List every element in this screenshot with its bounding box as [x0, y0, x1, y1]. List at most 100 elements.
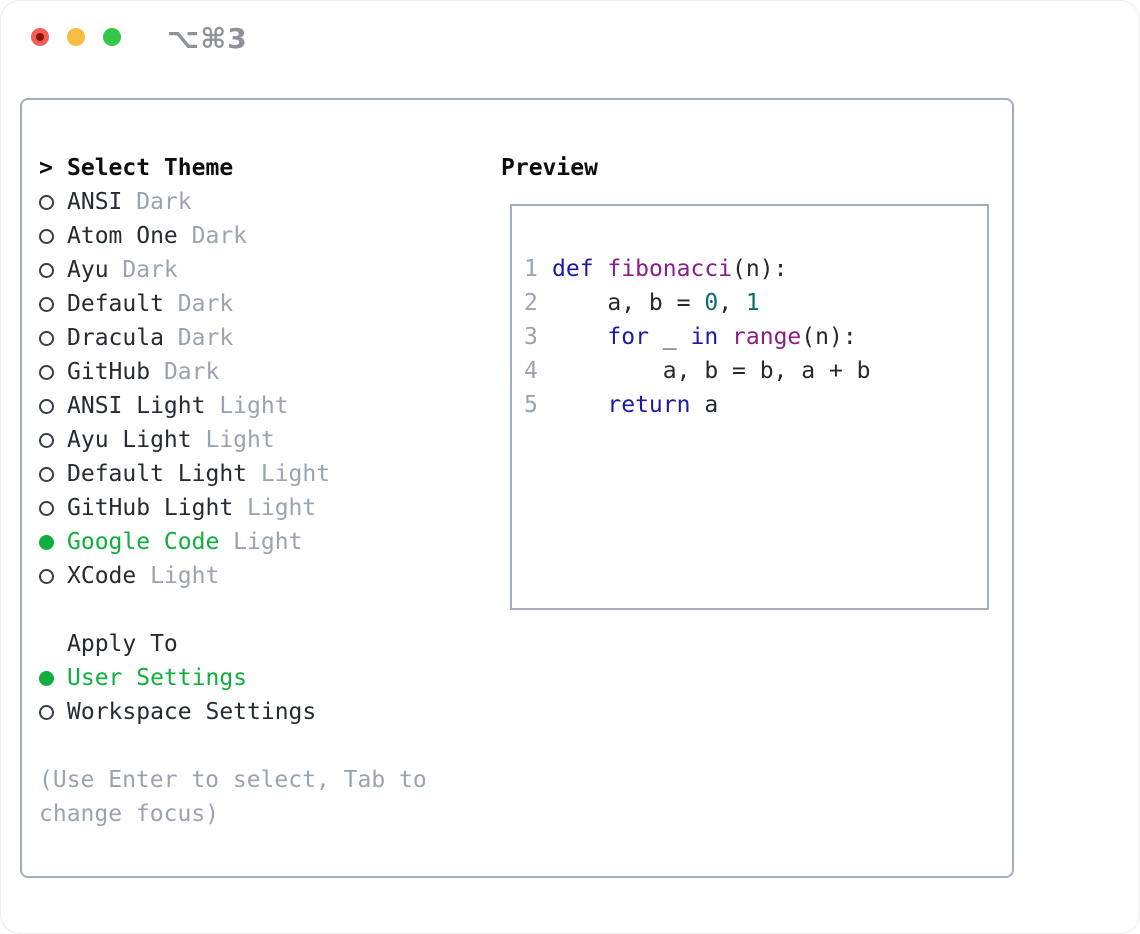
- line-number: 1: [524, 256, 538, 282]
- code-token: def: [552, 256, 594, 282]
- blank-line: [524, 422, 987, 456]
- radio-icon: [39, 500, 54, 516]
- theme-list-header: > Select Theme: [39, 151, 330, 185]
- theme-variant: Dark: [163, 325, 234, 351]
- theme-option-atom-one[interactable]: Atom One Dark: [39, 219, 330, 253]
- help-text: (Use Enter to select, Tab to change focu…: [39, 767, 427, 827]
- code-token: fibonacci: [607, 256, 733, 282]
- code-line: 4 a, b = b, a + b: [524, 354, 987, 388]
- theme-variant: Light: [233, 495, 317, 521]
- theme-option-default-light[interactable]: Default Light Light: [39, 457, 330, 491]
- theme-name: Default Light: [67, 461, 248, 487]
- code-line: 1 def fibonacci(n):: [524, 252, 987, 286]
- theme-option-ayu-light[interactable]: Ayu Light Light: [39, 423, 330, 457]
- theme-variant: Dark: [177, 223, 248, 249]
- theme-name: Ayu: [67, 257, 109, 283]
- theme-name: Ayu Light: [67, 427, 192, 453]
- theme-variant: Dark: [163, 291, 234, 317]
- code-token: 1: [745, 290, 760, 316]
- radio-selected-icon: [39, 534, 54, 550]
- code-line: 5 return a: [524, 388, 987, 422]
- theme-name: Dracula: [67, 325, 164, 351]
- line-number: 3: [524, 324, 538, 350]
- code-token: (n):: [732, 256, 788, 282]
- radio-icon: [39, 466, 54, 482]
- code-token: range: [732, 324, 802, 350]
- theme-variant: Dark: [150, 359, 220, 385]
- code-token: [594, 256, 608, 282]
- apply-option-user-settings[interactable]: User Settings: [39, 661, 316, 695]
- theme-option-github-light[interactable]: GitHub Light Light: [39, 491, 330, 525]
- code-token: (n):: [801, 324, 857, 350]
- theme-option-github[interactable]: GitHub Dark: [39, 355, 330, 389]
- zoom-button[interactable]: [103, 28, 121, 46]
- theme-name: ANSI Light: [67, 393, 206, 419]
- theme-option-google-code[interactable]: Google Code Light: [39, 525, 330, 559]
- theme-option-ayu[interactable]: Ayu Dark: [39, 253, 330, 287]
- cursor-arrow-icon: >: [39, 155, 53, 181]
- theme-name: Atom One: [67, 223, 178, 249]
- code-token: _: [648, 324, 691, 350]
- radio-icon: [39, 432, 54, 448]
- minimize-button[interactable]: [67, 28, 85, 46]
- code-token: a, b = b, a + b: [552, 358, 871, 384]
- theme-variant: Light: [205, 393, 289, 419]
- theme-variant: Light: [191, 427, 275, 453]
- radio-icon: [39, 330, 54, 346]
- radio-icon: [39, 194, 54, 210]
- code-token: [552, 392, 607, 418]
- apply-option-label: Workspace Settings: [67, 699, 317, 725]
- code-line: 2 a, b = 0, 1: [524, 286, 987, 320]
- apply-to-title: Apply To: [67, 631, 178, 657]
- preview-title: Preview: [501, 155, 598, 181]
- code-token: in: [690, 324, 719, 350]
- theme-name: GitHub: [67, 359, 151, 385]
- radio-icon: [39, 704, 54, 720]
- radio-icon: [39, 568, 54, 584]
- theme-option-xcode[interactable]: XCode Light: [39, 559, 330, 593]
- close-dot-icon: [36, 33, 44, 41]
- theme-name: GitHub Light: [67, 495, 234, 521]
- radio-icon: [39, 364, 54, 380]
- code-token: 0: [704, 290, 719, 316]
- theme-name: Google Code: [67, 529, 220, 555]
- code-token: return: [607, 392, 691, 418]
- close-button[interactable]: [31, 28, 49, 46]
- apply-option-label: User Settings: [67, 665, 248, 691]
- theme-variant: Light: [247, 461, 331, 487]
- line-number: 2: [524, 290, 538, 316]
- theme-option-dracula[interactable]: Dracula Dark: [39, 321, 330, 355]
- theme-option-default[interactable]: Default Dark: [39, 287, 330, 321]
- theme-option-ansi[interactable]: ANSI Dark: [39, 185, 330, 219]
- theme-variant: Light: [219, 529, 303, 555]
- code-token: a: [690, 392, 719, 418]
- code-token: for: [607, 324, 649, 350]
- radio-selected-icon: [39, 670, 54, 686]
- radio-icon: [39, 228, 54, 244]
- theme-name: Default: [67, 291, 164, 317]
- theme-name: ANSI: [67, 189, 123, 215]
- window-shortcut-label: ⌥⌘3: [167, 22, 248, 55]
- apply-option-workspace-settings[interactable]: Workspace Settings: [39, 695, 316, 729]
- apply-to-header: Apply To: [39, 627, 316, 661]
- code-line: 3 for _ in range(n):: [524, 320, 987, 354]
- theme-variant: Dark: [122, 189, 192, 215]
- line-number: 4: [524, 358, 538, 384]
- code-token: [552, 324, 607, 350]
- code-token: [718, 324, 732, 350]
- theme-variant: Dark: [108, 257, 178, 283]
- theme-name: XCode: [67, 563, 137, 589]
- theme-option-ansi-light[interactable]: ANSI Light Light: [39, 389, 330, 423]
- line-number: 5: [524, 392, 538, 418]
- theme-list-title: Select Theme: [67, 155, 234, 181]
- radio-icon: [39, 296, 54, 312]
- radio-icon: [39, 398, 54, 414]
- theme-variant: Light: [136, 563, 220, 589]
- code-token: a, b =: [552, 290, 705, 316]
- code-token: ,: [718, 290, 746, 316]
